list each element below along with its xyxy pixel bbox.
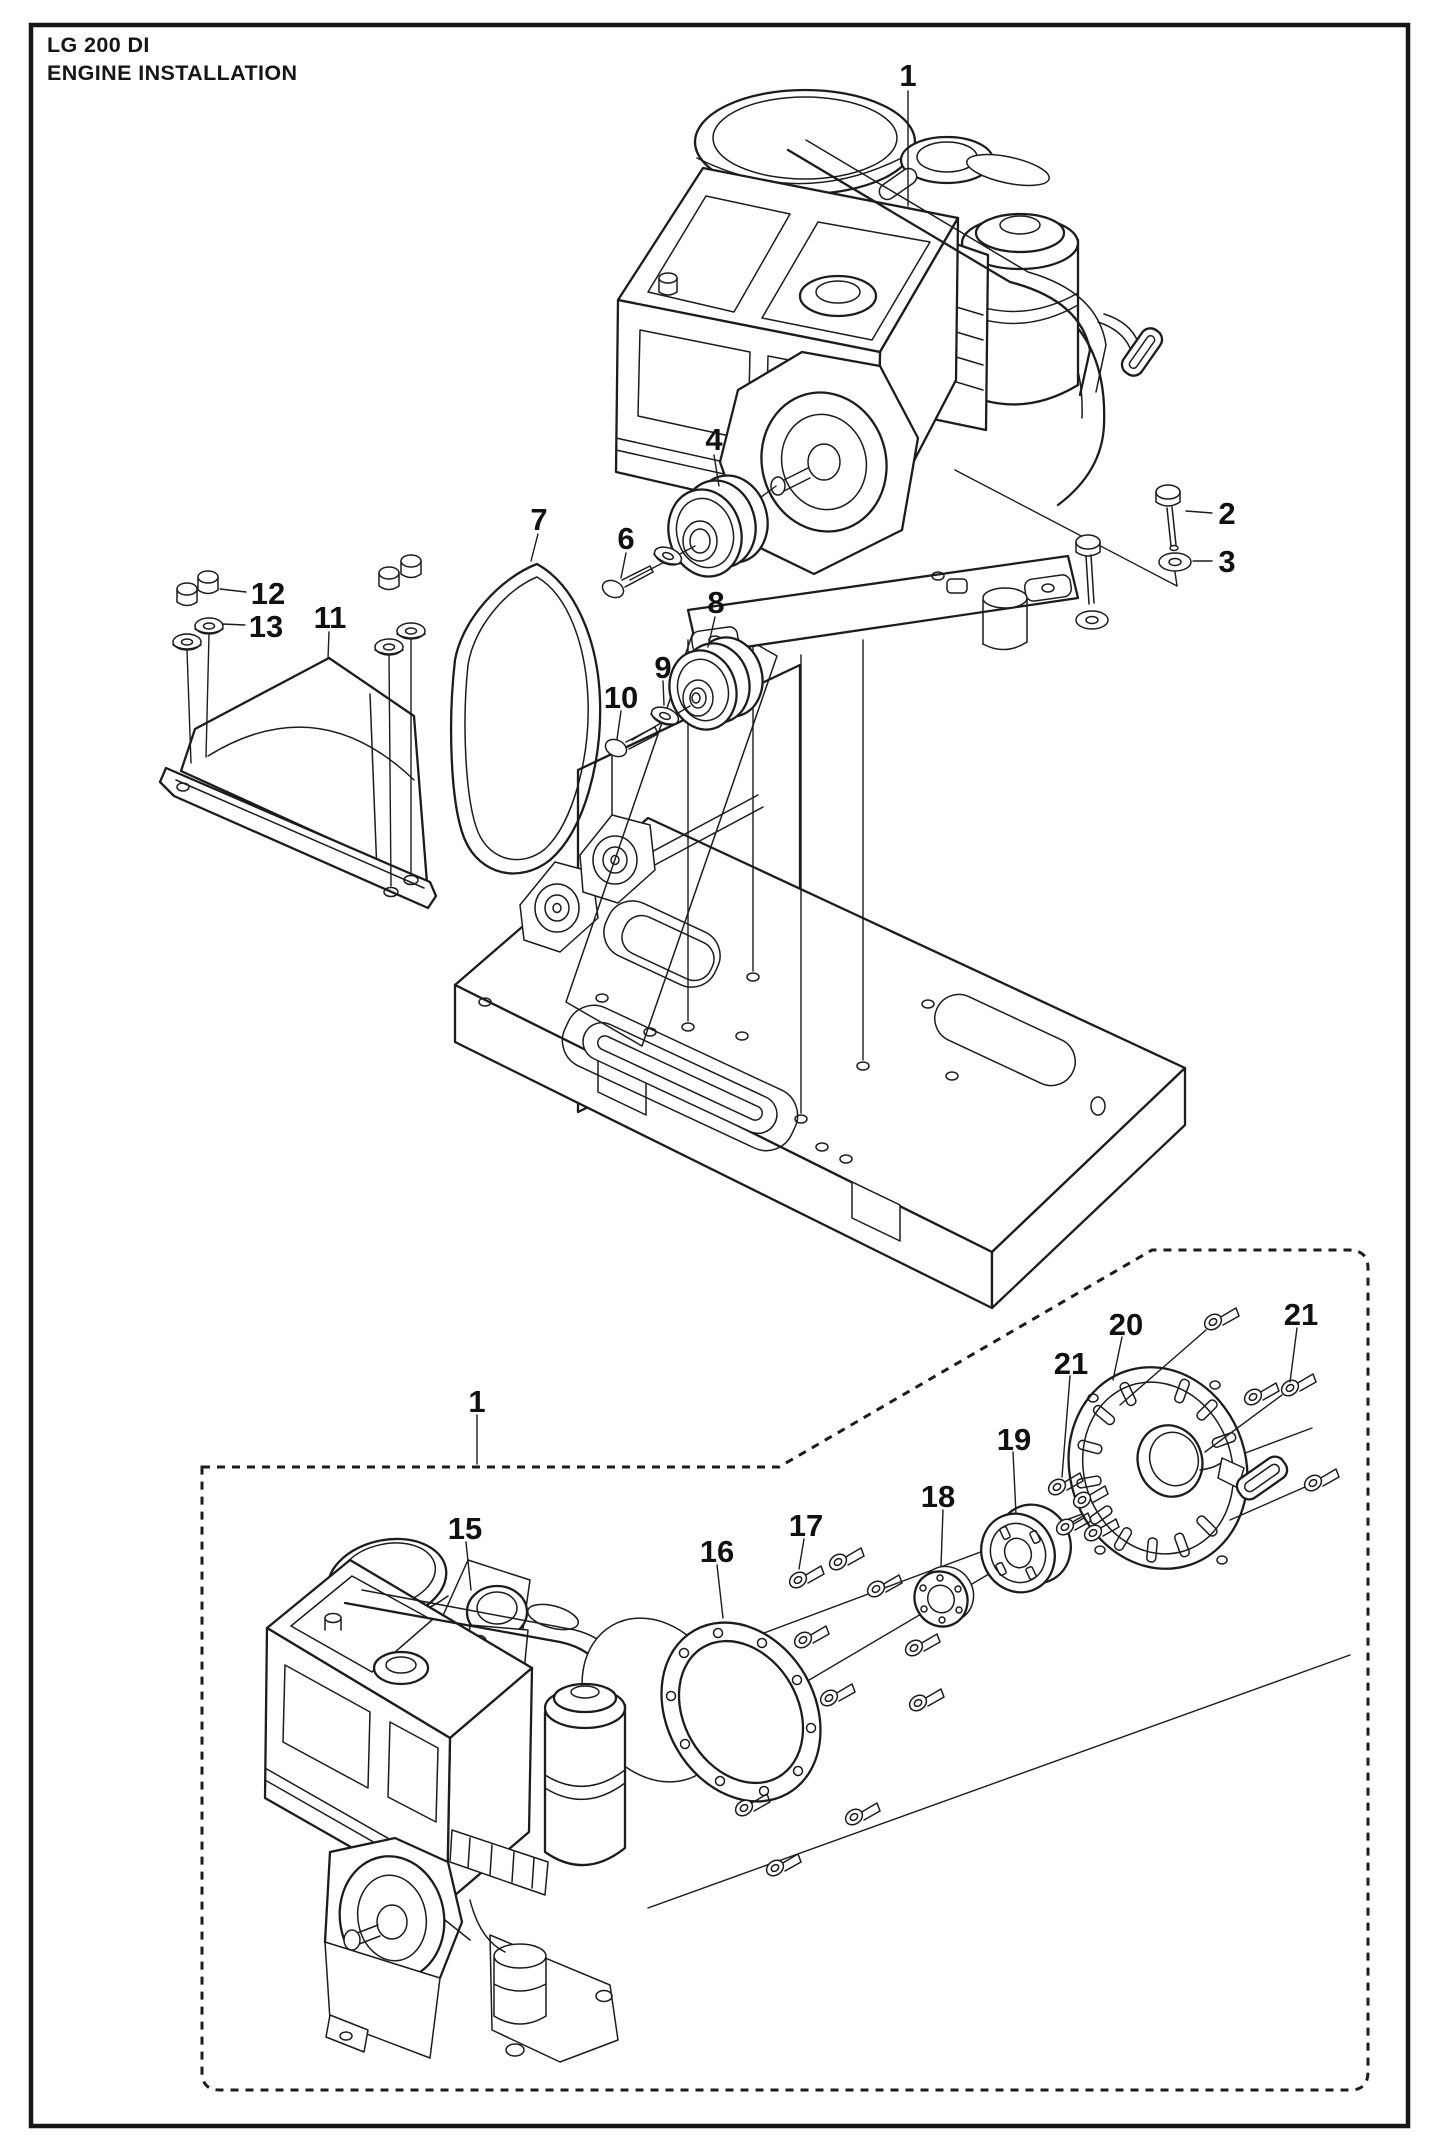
crankshaft-pulley [667,474,777,578]
title-block: LG 200 DI ENGINE INSTALLATION [47,32,297,87]
part-callout-15: 15 [448,1511,482,1546]
detail-inset-border [200,1248,1370,2092]
engine-assembly-bottom [263,1537,729,2063]
part-callout-21: 21 [1054,1346,1088,1381]
engine-assembly-top [614,88,1164,656]
mount-brackets [519,794,764,953]
part-callout-1: 1 [468,1384,485,1419]
part-callout-8: 8 [707,585,724,620]
part-callout-16: 16 [700,1534,734,1569]
engine-mount-bolts [954,469,1192,630]
pulley-bolt-10 [604,702,691,758]
part-callout-6: 6 [617,521,634,556]
jackshaft-pulley [668,636,764,731]
cover-screws [172,554,426,887]
part-callout-9: 9 [654,650,671,685]
part-callout-1: 1 [899,58,916,93]
part-callout-21: 21 [1284,1297,1318,1332]
part-callout-18: 18 [921,1479,955,1514]
part-callout-13: 13 [249,609,283,644]
base-plate [453,816,1187,1310]
housing-gasket [660,1621,822,1803]
part-callout-20: 20 [1109,1307,1143,1342]
shaft-flange [913,1565,975,1628]
part-callout-19: 19 [997,1422,1031,1457]
callout-leader-lines [219,454,1298,1619]
part-callout-12: 12 [251,576,285,611]
model-title: LG 200 DI [47,33,150,57]
part-callout-7: 7 [530,502,547,537]
part-callout-4: 4 [705,422,723,457]
pulley-bolt-6 [601,542,696,599]
housing-mount-screws [1044,1307,1340,1545]
starter-coupling [980,1503,1072,1594]
part-callout-2: 2 [1218,496,1235,531]
part-callout-3: 3 [1218,544,1235,579]
part-callout-17: 17 [789,1508,823,1543]
v-belt [449,562,602,875]
page-border [28,22,1411,2129]
recoil-starter-housing [1067,1366,1289,1570]
part-callout-10: 10 [604,680,638,715]
section-title: ENGINE INSTALLATION [47,60,298,85]
belt-cover [158,656,438,910]
part-callout-11: 11 [314,600,347,635]
